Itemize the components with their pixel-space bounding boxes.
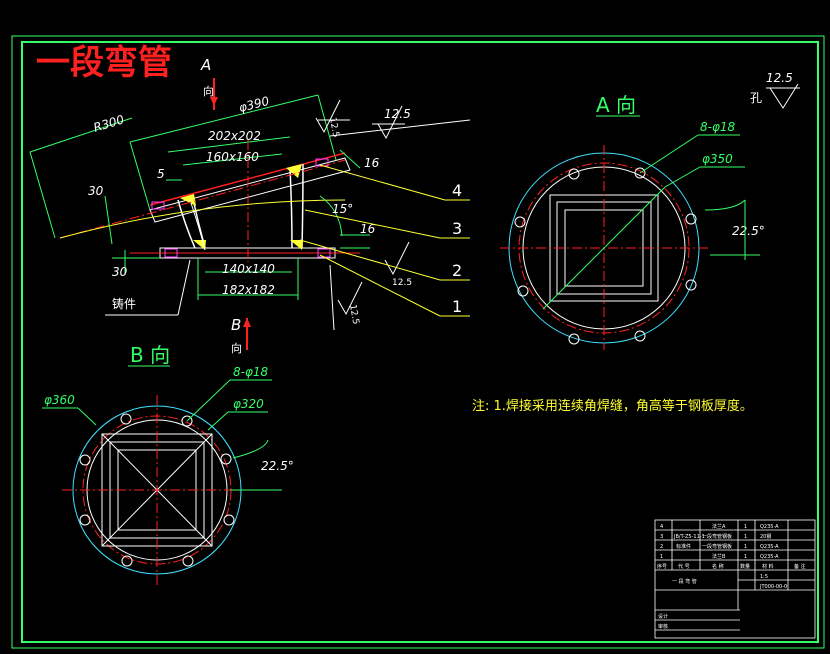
rough-125-b: 12.5: [384, 107, 411, 121]
view-a: A 向 8-φ18 φ350 22.5° 12.5 孔: [500, 71, 800, 350]
rough-125-c: 12.5: [392, 278, 412, 288]
view-b-title: B 向: [130, 343, 170, 367]
dim-r300: R300: [92, 112, 126, 135]
svg-text:3: 3: [660, 534, 663, 540]
svg-text:1: 1: [744, 554, 747, 560]
rough-125-d: 12.5: [347, 304, 360, 325]
callout-1: 1: [452, 297, 462, 316]
view-a-hole-label: 孔: [750, 91, 762, 105]
view-a-angle: 22.5°: [732, 224, 765, 238]
svg-text:2: 2: [660, 544, 663, 550]
view-a-holes: 8-φ18: [700, 120, 736, 134]
callout-2: 2: [452, 261, 462, 280]
callout-4: 4: [452, 181, 462, 200]
svg-text:材 料: 材 料: [762, 563, 774, 570]
dim-5: 5: [157, 167, 165, 181]
svg-text:一段弯管钢板: 一段弯管钢板: [702, 543, 732, 550]
view-b-d360: φ360: [44, 393, 75, 407]
svg-text:20钢: 20钢: [760, 533, 771, 540]
outer-frame: [11, 35, 825, 649]
svg-text:名 称: 名 称: [712, 563, 724, 570]
svg-text:1:5: 1:5: [760, 574, 768, 580]
svg-text:代 号: 代 号: [678, 563, 690, 570]
inner-frame: [21, 41, 819, 643]
svg-text:备 注: 备 注: [794, 563, 806, 570]
view-a-title: A 向: [596, 93, 636, 117]
front-section-view: R300 φ390 202x202 160x160: [29, 94, 471, 331]
svg-text:标准件: 标准件: [676, 543, 691, 550]
dim-202: 202x202: [208, 129, 261, 143]
svg-text:数量: 数量: [740, 563, 750, 570]
view-b-arrow-label: B: [231, 316, 241, 334]
svg-text:Q235-A: Q235-A: [760, 524, 779, 530]
svg-text:法兰A: 法兰A: [712, 523, 726, 530]
view-b-d320: φ320: [233, 397, 264, 411]
note-text: 注: 1.焊接采用连续角焊缝，角高等于钢板厚度。: [472, 398, 753, 414]
drawing-title: 一段弯管: [36, 43, 172, 83]
svg-text:1: 1: [744, 544, 747, 550]
title-block-text: 4 法兰A 1 Q235-A 3 JB/T-Z5-11-1 一段弯管钢板 1 2…: [657, 523, 806, 630]
svg-text:法兰B: 法兰B: [712, 553, 726, 560]
view-b-arrow-sub: 向: [231, 341, 242, 355]
view-a-d350: φ350: [702, 152, 733, 166]
dim-160: 160x160: [206, 150, 259, 164]
svg-text:审核: 审核: [658, 623, 668, 630]
svg-text:Q235-A: Q235-A: [760, 544, 779, 550]
dim-30-top: 30: [88, 184, 104, 198]
view-a-roughness: 12.5: [766, 71, 793, 85]
svg-text:1: 1: [744, 524, 747, 530]
view-b: B 向 8-φ18 φ360 φ320 22.5°: [42, 343, 294, 585]
svg-text:设计: 设计: [658, 613, 668, 620]
dim-d390: φ390: [237, 94, 271, 115]
svg-text:1: 1: [660, 554, 663, 560]
title-block-name: 一 段 弯 管: [672, 578, 697, 585]
view-b-holes: 8-φ18: [233, 365, 269, 379]
svg-text:4: 4: [660, 524, 663, 530]
svg-text:JT000-00-0: JT000-00-0: [759, 584, 787, 590]
view-b-angle: 22.5°: [261, 459, 294, 473]
dim-30-bottom: 30: [112, 265, 128, 279]
svg-text:Q235-A: Q235-A: [760, 554, 779, 560]
svg-text:1: 1: [744, 534, 747, 540]
dim-140: 140x140: [222, 262, 275, 276]
dim-15-deg: 15°: [332, 202, 353, 216]
svg-text:一段弯管钢板: 一段弯管钢板: [702, 533, 732, 540]
rough-125-a: 12.5: [327, 117, 340, 138]
svg-text:JB/T-Z5-11-1: JB/T-Z5-11-1: [673, 534, 705, 540]
label-casting: 铸件: [112, 296, 136, 311]
title-block: [654, 519, 816, 639]
dim-16-top: 16: [364, 156, 380, 170]
dim-16-bottom: 16: [360, 222, 376, 236]
svg-text:序号: 序号: [657, 563, 667, 570]
callout-3: 3: [452, 219, 462, 238]
view-a-arrow-sub: 向: [203, 84, 214, 98]
view-a-arrow-label: A: [200, 56, 211, 74]
dim-182: 182x182: [222, 283, 275, 297]
